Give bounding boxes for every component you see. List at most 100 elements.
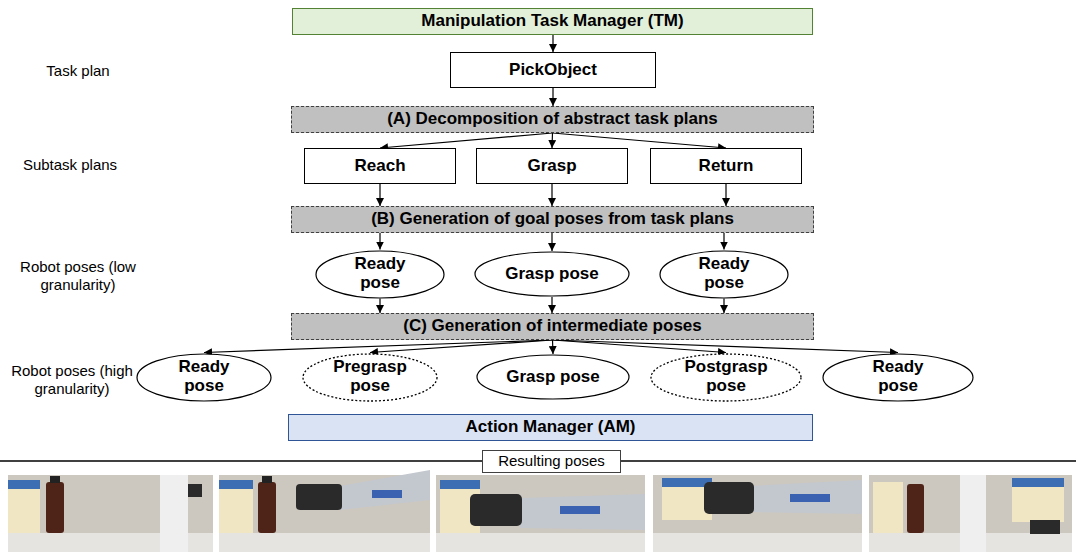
- flow-arrow: [379, 184, 380, 206]
- photo-grasp: [436, 475, 645, 552]
- flow-arrow: [725, 184, 726, 206]
- photo-ground: [436, 475, 645, 552]
- photo-pregrasp: [219, 470, 430, 552]
- photo-ready: [8, 475, 213, 552]
- node-text: Grasp pose: [505, 265, 599, 284]
- ellipse-shape: [475, 252, 629, 296]
- flow-arrow: [723, 233, 724, 250]
- manager-box: Action Manager (AM): [288, 414, 813, 441]
- product-box: [8, 480, 40, 533]
- node-text: (C) Generation of intermediate poses: [403, 317, 702, 336]
- flow-arrow: [551, 233, 552, 251]
- photo-ground: [869, 475, 1072, 552]
- shelf: [219, 533, 430, 552]
- shelf: [436, 533, 645, 552]
- arm-stripe: [790, 494, 830, 502]
- ellipse-shape: [660, 251, 788, 298]
- intermediate-pose-ellipse: Pregrasp pose: [302, 353, 438, 402]
- arm-stripe: [372, 490, 402, 498]
- flow-arrow: [370, 340, 553, 353]
- bottle: [46, 482, 64, 533]
- pose-ellipse: Ready pose: [822, 353, 974, 402]
- node-text: Grasp: [527, 157, 576, 176]
- node-text: Return: [699, 157, 754, 176]
- shelf: [653, 533, 862, 552]
- manager-box: Manipulation Task Manager (TM): [292, 8, 813, 35]
- photo-ground: [8, 475, 213, 552]
- task-box: Reach: [304, 148, 456, 184]
- product-stripe: [8, 480, 40, 489]
- stage-band: (C) Generation of intermediate poses: [291, 313, 814, 340]
- node-text: Reach: [354, 157, 405, 176]
- section-tag: Resulting poses: [482, 450, 621, 473]
- ellipse-shape: [823, 354, 973, 401]
- pose-ellipse: Grasp pose: [476, 354, 630, 400]
- node-text: Ready pose: [862, 358, 934, 395]
- robot-arm: [340, 470, 430, 510]
- pose-ellipse: Ready pose: [315, 250, 445, 299]
- flow-arrow: [379, 299, 380, 314]
- product-box: [219, 480, 253, 533]
- ellipse-shape: [137, 354, 271, 401]
- stage-band: (B) Generation of goal poses from task p…: [291, 206, 814, 233]
- gripper: [296, 484, 342, 510]
- flow-arrow: [553, 340, 727, 353]
- bottle: [258, 482, 276, 533]
- robot-arm: [750, 480, 862, 514]
- bottle-cap: [262, 476, 272, 483]
- flow-arrow: [551, 297, 552, 313]
- node-text: Pregrasp pose: [324, 358, 416, 395]
- arm-stripe: [560, 506, 600, 514]
- flow-arrow: [552, 340, 554, 354]
- bottle-cap: [50, 476, 60, 483]
- product-box: [873, 482, 903, 533]
- flow-arrow: [551, 184, 552, 206]
- node-text: (B) Generation of goal poses from task p…: [371, 210, 734, 229]
- photo-ground: [653, 475, 862, 552]
- node-text: (A) Decomposition of abstract task plans: [387, 110, 718, 129]
- pose-ellipse: Ready pose: [659, 250, 789, 299]
- ellipse-shape: [477, 355, 629, 399]
- flow-arrow: [204, 340, 553, 353]
- node-text: PickObject: [509, 61, 597, 80]
- flow-arrow: [379, 233, 380, 250]
- node-text: Resulting poses: [498, 453, 605, 470]
- node-text: Ready pose: [688, 255, 760, 292]
- node-text: Postgrasp pose: [676, 358, 776, 395]
- stage-band: (A) Decomposition of abstract task plans: [291, 106, 814, 133]
- task-box: Grasp: [476, 148, 628, 184]
- ellipse-shape: [316, 251, 444, 298]
- node-text: Ready pose: [344, 255, 416, 292]
- flow-arrow: [553, 340, 899, 353]
- bottle: [907, 484, 924, 533]
- pose-ellipse: Grasp pose: [474, 251, 630, 297]
- intermediate-pose-ellipse: Postgrasp pose: [650, 353, 802, 402]
- gripper: [704, 482, 754, 514]
- row-label: Robot poses (low granularity): [12, 258, 144, 294]
- task-box: PickObject: [450, 52, 656, 88]
- product-stripe: [440, 480, 480, 489]
- task-box: Return: [650, 148, 802, 184]
- node-text: Manipulation Task Manager (TM): [421, 12, 683, 31]
- flow-arrow: [552, 88, 553, 106]
- flow-arrow: [380, 133, 553, 148]
- gripper: [1030, 520, 1060, 534]
- ellipse-shape: [651, 354, 801, 401]
- photo-return: [869, 475, 1072, 552]
- node-text: Grasp pose: [506, 368, 600, 387]
- flow-arrow: [723, 299, 724, 314]
- row-label: Robot poses (high granularity): [3, 362, 141, 398]
- flow-arrow: [553, 133, 727, 148]
- node-text: Ready pose: [168, 358, 240, 395]
- product-stripe: [219, 480, 253, 489]
- product-box: [1012, 478, 1064, 522]
- wall: [160, 475, 188, 552]
- row-label: Task plan: [13, 62, 143, 80]
- ellipse-shape: [303, 354, 437, 401]
- node-text: Action Manager (AM): [466, 418, 636, 437]
- row-label: Subtask plans: [5, 156, 135, 174]
- product-stripe: [1012, 478, 1064, 487]
- gripper: [188, 484, 202, 497]
- pose-ellipse: Ready pose: [136, 353, 272, 402]
